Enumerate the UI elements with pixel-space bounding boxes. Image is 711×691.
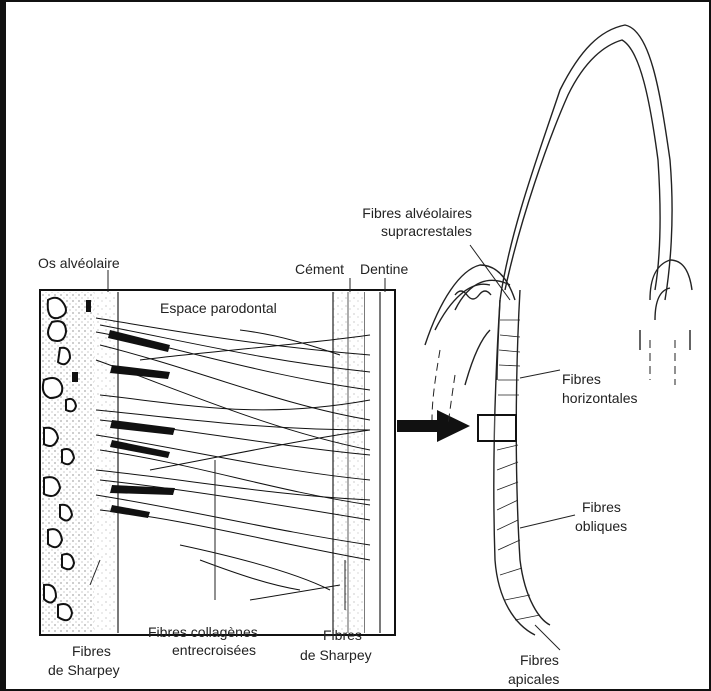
- label-fibres-horizontales-line2: horizontales: [562, 390, 638, 406]
- magnified-region-box: [478, 415, 516, 441]
- enlarged-section: [40, 290, 395, 635]
- label-collagenes-line2: entrecroisées: [172, 642, 256, 658]
- magnification-arrow: [397, 410, 470, 442]
- label-fibres-obliques-line1: Fibres: [582, 499, 621, 515]
- dentine-zone: [365, 292, 393, 633]
- cementum-zone: [333, 292, 365, 633]
- dashed-contours: [432, 340, 675, 425]
- alveolar-bone-edge: [94, 292, 118, 633]
- label-fibres-apicales-line2: apicales: [508, 671, 559, 687]
- label-os-alveolaire: Os alvéolaire: [38, 255, 120, 271]
- label-sharpey-right-line1: Fibres: [323, 627, 362, 643]
- tooth-outline: [425, 25, 692, 635]
- label-cement: Cément: [295, 261, 344, 277]
- label-sharpey-left-line2: de Sharpey: [48, 662, 120, 678]
- label-fibres-horizontales-line1: Fibres: [562, 371, 601, 387]
- label-fibres-obliques-line2: obliques: [575, 518, 627, 534]
- label-dentine: Dentine: [360, 261, 408, 277]
- label-sharpey-right-line2: de Sharpey: [300, 647, 372, 663]
- label-collagenes-line1: Fibres collagènes: [148, 624, 258, 640]
- label-espace-parodontal: Espace parodontal: [160, 300, 277, 316]
- label-fibres-apicales-line1: Fibres: [520, 652, 559, 668]
- label-fibres-alveolaires-line2: supracrestales: [381, 223, 472, 239]
- ligament-strip: [497, 320, 540, 620]
- label-sharpey-left-line1: Fibres: [72, 643, 111, 659]
- label-fibres-alveolaires-line1: Fibres alvéolaires: [362, 205, 472, 221]
